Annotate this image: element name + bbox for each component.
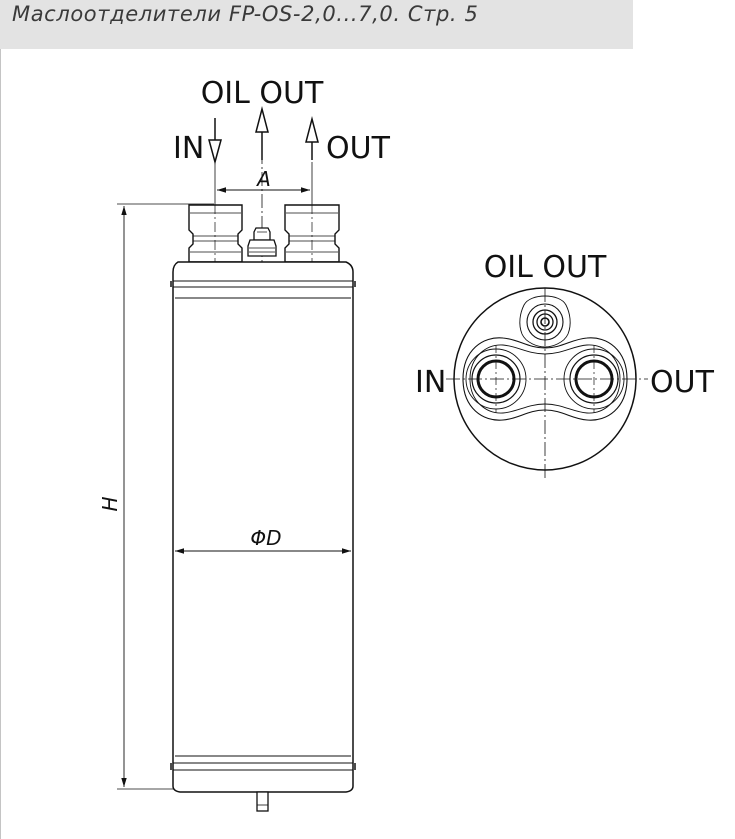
top-out-label: OUT — [650, 365, 715, 400]
out-arrow-icon — [305, 116, 319, 160]
out-fitting — [284, 204, 340, 270]
top-shell-circle — [453, 287, 637, 471]
in-fitting — [188, 204, 243, 270]
page-left-border — [0, 49, 1, 839]
out-port-icon — [563, 348, 625, 410]
oil-out-arrow-icon — [255, 106, 269, 160]
side-view — [117, 106, 356, 812]
side-out-label: OUT — [326, 131, 391, 166]
page-header: Маслоотделители FP-OS-2,0...7,0. Стр. 5 — [0, 0, 633, 49]
page-title: Маслоотделители FP-OS-2,0...7,0. Стр. 5 — [12, 2, 479, 26]
oil-out-fitting — [247, 227, 277, 257]
dim-d-label: ΦD — [250, 526, 281, 550]
in-port-icon — [465, 348, 527, 410]
in-arrow-icon — [208, 118, 222, 165]
drain-stub — [256, 791, 269, 812]
dimension-a — [214, 162, 313, 204]
top-view — [446, 287, 648, 478]
top-in-label: IN — [415, 365, 446, 400]
dim-a-label: A — [255, 167, 271, 191]
oil-out-port-icon — [526, 303, 564, 341]
top-boss-outline — [462, 337, 628, 421]
top-oil-out-label: OIL OUT — [484, 250, 607, 285]
separator-body — [170, 261, 356, 793]
side-oil-out-label: OIL OUT — [201, 76, 324, 111]
side-in-label: IN — [173, 131, 204, 166]
dimension-h — [117, 203, 214, 790]
dim-h-label: H — [98, 496, 122, 511]
